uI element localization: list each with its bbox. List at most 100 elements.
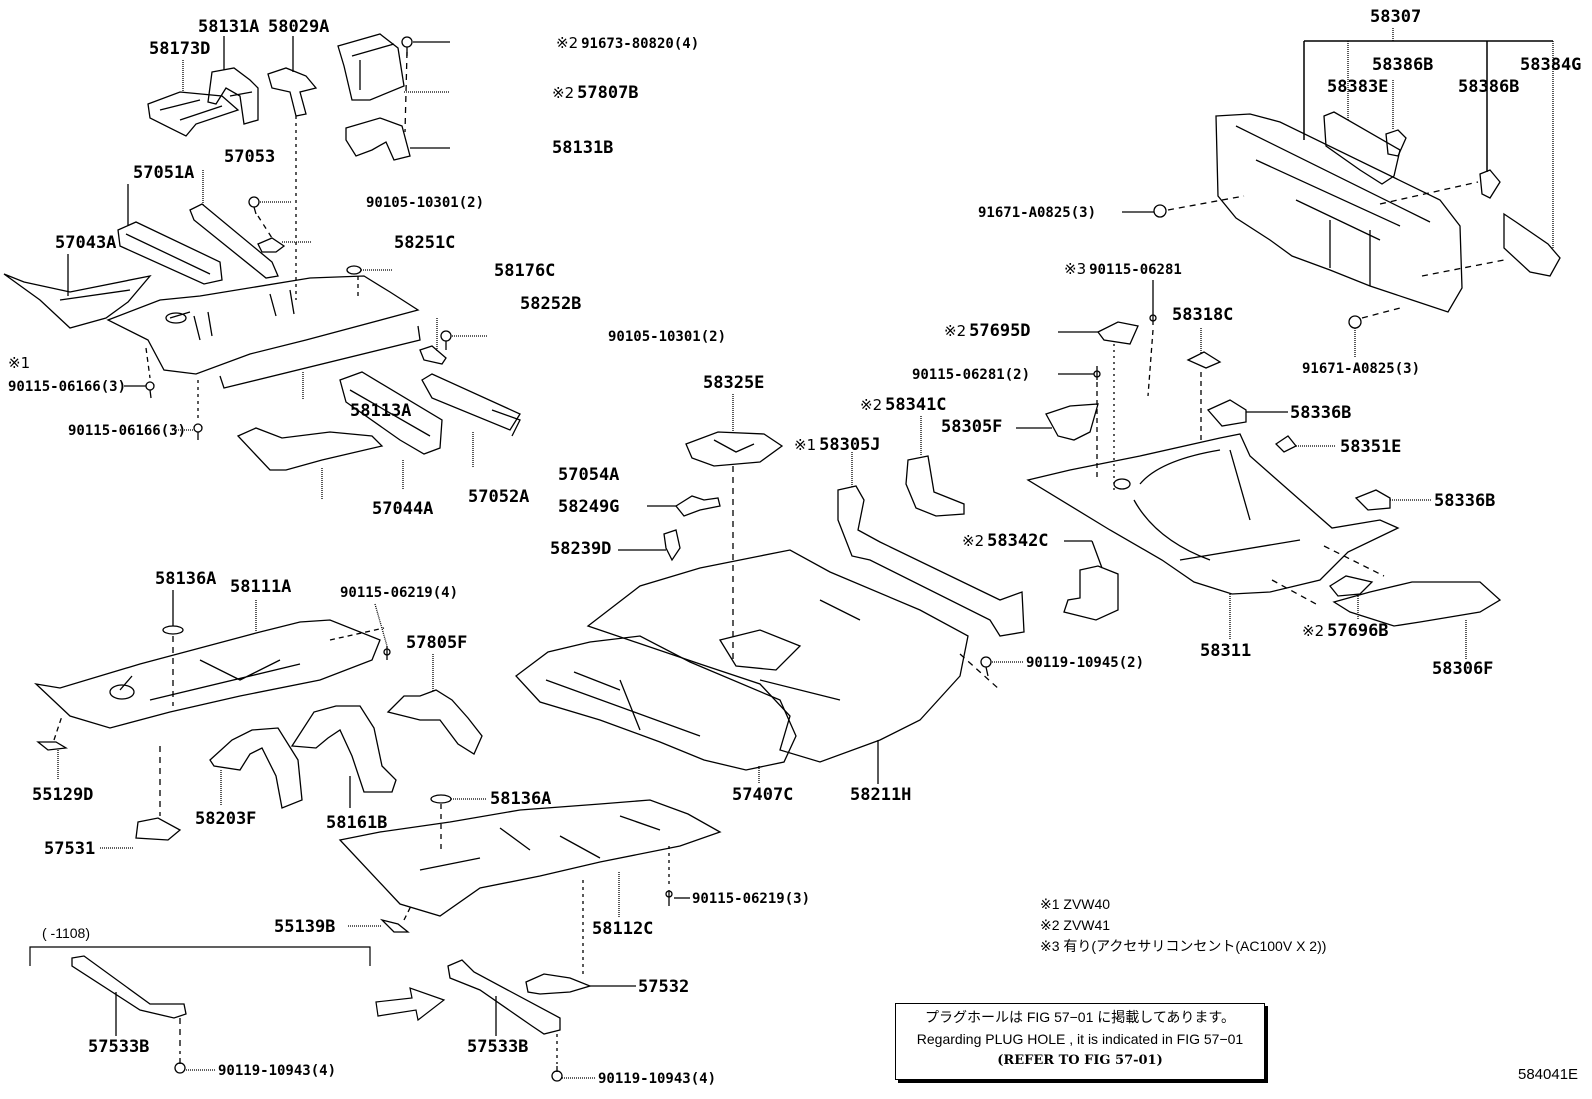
part-57043A[interactable] [3, 273, 152, 329]
label-58386B-1[interactable]: 58386B [1372, 55, 1434, 75]
part-58336B-a[interactable] [1206, 399, 1247, 427]
label-58318C[interactable]: 58318C [1172, 305, 1234, 325]
part-58325E[interactable] [685, 431, 784, 467]
part-58113A[interactable] [106, 275, 421, 389]
part-58386B-a[interactable] [1385, 129, 1407, 157]
part-58306F[interactable] [1332, 581, 1502, 627]
part-58173D[interactable] [147, 91, 240, 137]
label-58203F[interactable]: 58203F [195, 809, 257, 829]
part-58342C[interactable] [1063, 565, 1119, 621]
label-58111A[interactable]: 58111A [230, 577, 292, 597]
label-90119-10943-b[interactable]: 90119-10943(4) [598, 1071, 717, 1087]
label-57053[interactable]: 57053 [224, 147, 276, 167]
bolt-90115_06166a[interactable] [145, 381, 155, 399]
part-58252B[interactable] [419, 345, 447, 365]
label-57532[interactable]: 57532 [638, 977, 690, 997]
bolt-90115_06219a[interactable] [383, 646, 391, 660]
label-58305F[interactable]: 58305F [941, 417, 1003, 437]
label-58307[interactable]: 58307 [1370, 7, 1422, 27]
label-91671-A0825-a[interactable]: 91671-A0825(3) [978, 205, 1097, 221]
label-58112C[interactable]: 58112C [592, 919, 654, 939]
label-58161B[interactable]: 58161B [326, 813, 388, 833]
part-58111A[interactable] [33, 619, 381, 729]
label-58351E[interactable]: 58351E [1340, 437, 1402, 457]
part-57407C[interactable] [515, 635, 797, 771]
label-90115-06281-b[interactable]: 90115-06281(2) [912, 367, 1031, 383]
label-58136A-2[interactable]: 58136A [490, 789, 552, 809]
label-91671-A0825-b[interactable]: 91671-A0825(3) [1302, 361, 1421, 377]
part-57533B-new[interactable] [447, 959, 561, 1035]
label-58176C[interactable]: 58176C [494, 261, 556, 281]
part-57532[interactable] [525, 973, 592, 995]
clip-91671b[interactable] [1348, 315, 1362, 329]
part-58112C[interactable] [338, 799, 722, 917]
part-58136A-a[interactable] [162, 625, 184, 635]
part-57533B-old[interactable] [71, 955, 187, 1019]
label-58249G[interactable]: 58249G [558, 497, 620, 517]
part-58318C[interactable] [1186, 351, 1222, 369]
part-57051A[interactable] [117, 221, 223, 285]
label-58251C[interactable]: 58251C [394, 233, 456, 253]
part-58249G[interactable] [675, 495, 721, 517]
part-58239D[interactable] [663, 529, 681, 562]
label-57054A[interactable]: 57054A [558, 465, 620, 485]
label-58136A-1[interactable]: 58136A [155, 569, 217, 589]
label-58252B[interactable]: 58252B [520, 294, 582, 314]
label-58336B-2[interactable]: 58336B [1434, 491, 1496, 511]
label-58383E[interactable]: 58383E [1327, 77, 1389, 97]
part-58307[interactable] [1215, 113, 1463, 313]
label-90105-10301-a[interactable]: 90105-10301(2) [366, 195, 485, 211]
label-58131B[interactable]: 58131B [552, 138, 614, 158]
part-57053[interactable] [189, 203, 279, 279]
label-90119-10943-a[interactable]: 90119-10943(4) [218, 1063, 337, 1079]
part-57054A[interactable] [421, 373, 521, 437]
bolt-90119_10945[interactable] [980, 656, 992, 677]
label-57533B-1[interactable]: 57533B [88, 1037, 150, 1057]
label-57044A[interactable]: 57044A [372, 499, 434, 519]
label-57407C[interactable]: 57407C [732, 785, 794, 805]
part-58251C[interactable] [257, 237, 286, 253]
part-58176C[interactable] [346, 265, 362, 275]
part-58351E[interactable] [1274, 435, 1298, 453]
label-58029A[interactable]: 58029A [268, 17, 330, 37]
label-58306F[interactable]: 58306F [1432, 659, 1494, 679]
label-58386B-2[interactable]: 58386B [1458, 77, 1520, 97]
bolt-90119_10943b[interactable] [551, 1066, 563, 1082]
part-57807B[interactable] [337, 33, 405, 101]
label-57533B-2[interactable]: 57533B [467, 1037, 529, 1057]
label-55139B[interactable]: 55139B [274, 917, 336, 937]
part-58211H[interactable] [586, 549, 969, 763]
part-58029A[interactable] [267, 67, 318, 117]
label-90115-06166-a[interactable]: 90115-06166(3) [8, 379, 127, 395]
part-58336B-b[interactable] [1354, 489, 1391, 511]
part-58131B[interactable] [345, 117, 411, 161]
part-57052A[interactable] [339, 371, 443, 455]
bolt-90119_10943a[interactable] [174, 1058, 186, 1074]
clip-91671a[interactable] [1153, 204, 1167, 218]
bolt-90105b[interactable] [440, 330, 452, 350]
part-58305J[interactable] [837, 485, 1025, 637]
part-57805F[interactable] [386, 689, 483, 755]
part-58161B[interactable] [290, 705, 397, 793]
label-58325E[interactable]: 58325E [703, 373, 765, 393]
label-57805F[interactable]: 57805F [406, 633, 468, 653]
label-90115-06219-b[interactable]: 90115-06219(3) [692, 891, 811, 907]
bolt-90115_06166b[interactable] [193, 423, 203, 440]
label-58336B-1[interactable]: 58336B [1290, 403, 1352, 423]
label-58239D[interactable]: 58239D [550, 539, 612, 559]
part-58136A-b[interactable] [430, 794, 452, 804]
part-57044A[interactable] [236, 427, 384, 471]
part-58384G[interactable] [1503, 212, 1561, 277]
label-90115-06219-a[interactable]: 90115-06219(4) [340, 585, 459, 601]
part-58131A[interactable] [207, 67, 259, 125]
label-90115-06166-b[interactable]: 90115-06166(3) [68, 423, 187, 439]
part-58341C[interactable] [905, 455, 965, 517]
label-55129D[interactable]: 55129D [32, 785, 94, 805]
label-90105-10301-b[interactable]: 90105-10301(2) [608, 329, 727, 345]
